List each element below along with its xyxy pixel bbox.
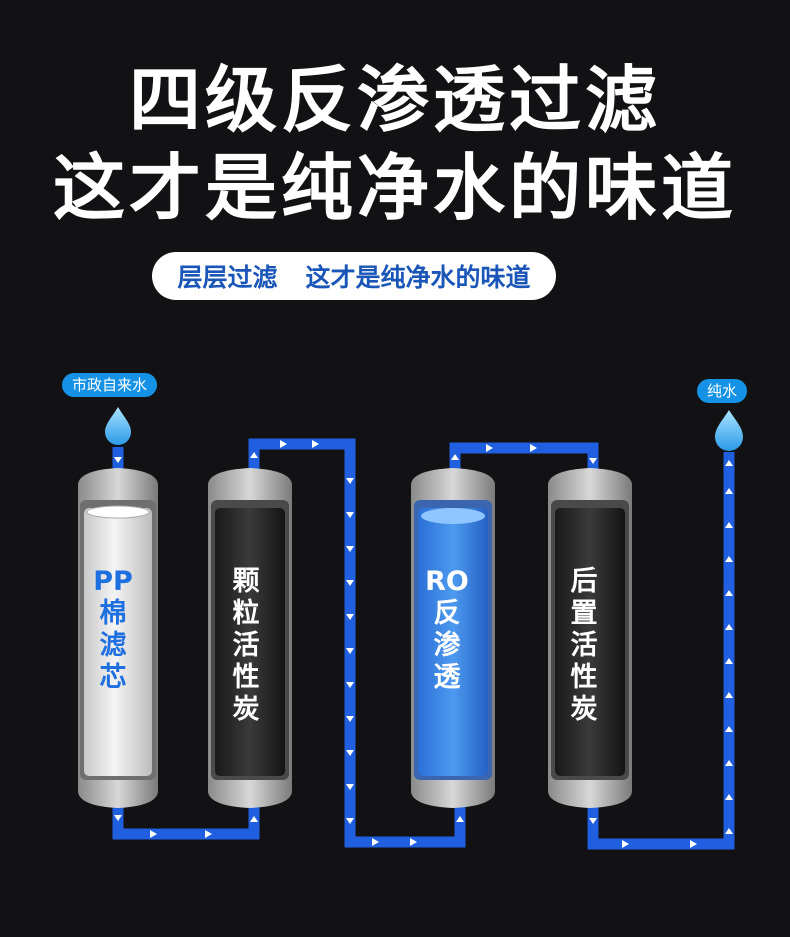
main-title-line1: 四级反渗透过滤 — [128, 58, 661, 142]
input-label-badge: 市政自来水 — [62, 373, 158, 397]
label-char: 透 — [433, 662, 461, 693]
label-char: 活 — [232, 630, 260, 661]
filter-housing-post-carbon — [548, 468, 632, 808]
subtitle-banner: 层层过滤 这才是纯净水的味道 — [152, 252, 556, 300]
label-char: 颗 — [232, 566, 260, 597]
filter-housing-pp — [78, 468, 158, 808]
banner-text-1: 层层过滤 — [177, 263, 278, 292]
filter-label-post-carbon: 后 置 活 性 炭 — [554, 566, 614, 726]
label-char: 渗 — [433, 630, 461, 661]
label-char: 置 — [570, 598, 598, 629]
filter-label-pp: PP 棉 滤 芯 — [83, 566, 143, 694]
filter-housing-ro — [411, 468, 495, 808]
output-label-badge: 纯水 — [697, 379, 748, 403]
label-char: 性 — [570, 662, 598, 693]
label-char: 性 — [232, 662, 260, 693]
label-char: RO反 — [425, 566, 469, 629]
label-char: 炭 — [232, 694, 260, 725]
filter-label-granular-carbon: 颗 粒 活 性 炭 — [216, 566, 276, 726]
label-char: 活 — [570, 630, 598, 661]
pp-filter-core — [84, 508, 152, 776]
label-char: 粒 — [232, 598, 260, 629]
ro-membrane-core — [418, 508, 488, 776]
gac-filter-core — [215, 508, 285, 776]
banner-text-2: 这才是纯净水的味道 — [305, 263, 531, 292]
filter-housing-gac — [208, 468, 292, 808]
label-char: 后 — [570, 566, 598, 597]
outlet-water-drop-icon — [715, 410, 743, 451]
label-char: 滤 — [99, 630, 127, 661]
main-title-line2: 这才是纯净水的味道 — [52, 146, 737, 230]
flow-arrows — [114, 440, 733, 848]
pipe-gac-to-ro — [248, 438, 466, 848]
label-char: 炭 — [570, 694, 598, 725]
inlet-water-drop-icon — [105, 407, 131, 445]
post-carbon-filter-core — [555, 508, 625, 776]
label-char: PP — [93, 566, 133, 597]
filter-label-ro: RO反 渗 透 — [417, 566, 477, 694]
label-char: 芯 — [99, 662, 127, 693]
label-char: 棉 — [99, 598, 127, 629]
